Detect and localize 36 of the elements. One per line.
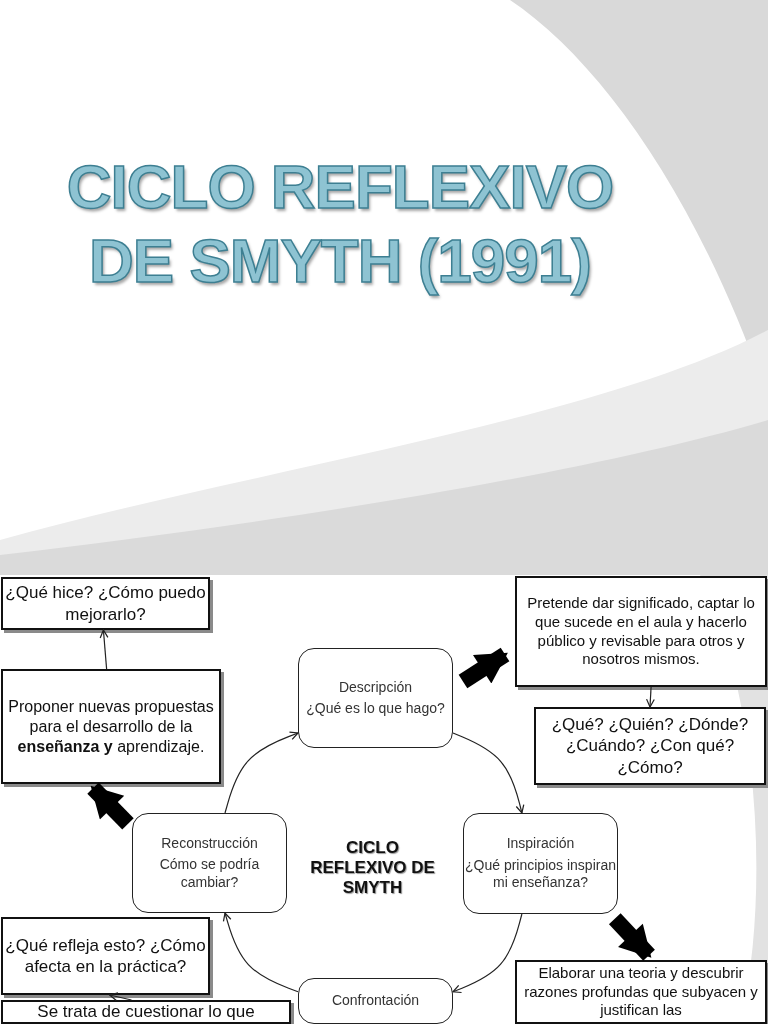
center-caption: CICLO REFLEXIVO DE SMYTH	[309, 838, 436, 898]
arrow	[452, 913, 523, 994]
arrow	[224, 731, 299, 814]
arrow	[222, 912, 299, 993]
block-arrow	[458, 647, 510, 689]
text-box	[1, 669, 221, 784]
box-text: ¿Qué? ¿Quién? ¿Dónde? ¿Cuándo? ¿Con qué? ¿Cómo?	[550, 714, 750, 778]
box-text: Confrontación	[331, 992, 420, 1010]
box-text: Se trata de cuestionar lo que	[37, 1001, 255, 1023]
arrow	[109, 992, 133, 1002]
arrow	[99, 629, 109, 670]
block-arrow	[87, 782, 134, 830]
stage-box	[298, 648, 453, 748]
stage-heading: Inspiración	[506, 835, 575, 853]
text-box	[1, 1000, 291, 1024]
stage-box	[463, 813, 618, 914]
arrow	[645, 686, 655, 708]
box-text: Pretende dar significado, captar lo que sucede en el aula y hacerlo público y revisable para otros y nosotros mismos.	[526, 594, 756, 669]
stage-box	[132, 813, 287, 913]
stage-question: ¿Qué principios inspiran mi enseñanza?	[464, 856, 617, 892]
stage-heading: Descripción	[338, 678, 413, 696]
stage-question: Cómo se podría cambiar?	[158, 856, 261, 892]
text-box	[534, 707, 766, 785]
stage-box	[298, 978, 453, 1024]
box-text: Proponer nuevas propuestas para el desarrollo de la enseñanza y aprendizaje.	[7, 696, 215, 757]
arrow	[452, 732, 525, 814]
text-box	[1, 917, 210, 995]
text-box	[515, 960, 767, 1024]
stage-question: ¿Qué es lo que hago?	[306, 700, 445, 718]
box-text: ¿Qué refleja esto? ¿Cómo afecta en la práctica?	[4, 934, 207, 978]
box-text: Elaborar una teoria y descubrir razones profundas que subyacen y justifican las	[523, 963, 759, 1021]
block-arrow	[608, 913, 655, 961]
slide-title: CICLO REFLEXIVO DE SMYTH (1991)	[65, 151, 615, 297]
text-box	[515, 576, 767, 687]
box-text: ¿Qué hice? ¿Cómo puedo mejorarlo?	[4, 582, 207, 625]
stage-heading: Reconstrucción	[161, 834, 258, 853]
